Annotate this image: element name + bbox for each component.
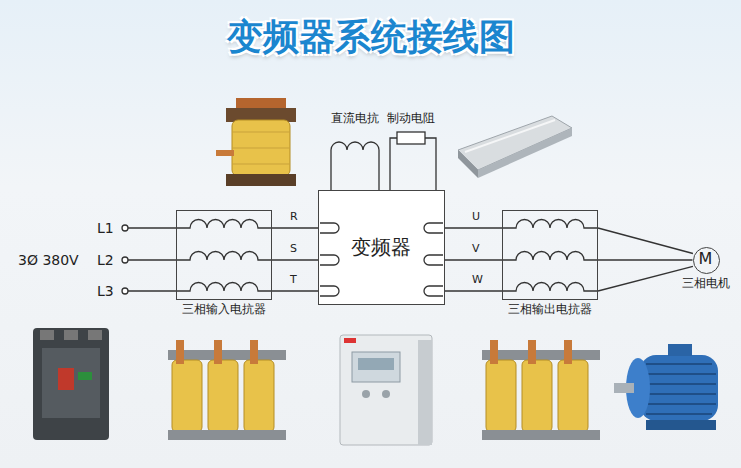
motor-circle: M三相电机 [693, 247, 720, 274]
node-caption: 三相电机 [682, 277, 730, 291]
inverter-box: 变频器 [318, 190, 445, 305]
wire [445, 227, 502, 228]
reactor-box: 三相输出电抗器 [502, 210, 598, 300]
wire [598, 259, 693, 260]
terminal-name: W [472, 274, 483, 287]
supply-voltage: 3Ø 380V [18, 252, 79, 268]
wire [445, 290, 502, 291]
breaker-photo [33, 328, 109, 440]
part-name: 制动电阻 [387, 112, 435, 126]
node-text: 三相输入电抗器 [182, 303, 266, 317]
input-coils [176, 220, 272, 292]
terminal-name: L3 [97, 283, 114, 299]
part-name: 直流电抗 [331, 112, 379, 126]
title: 变频器系统接线图 [0, 16, 741, 57]
output-coils [502, 220, 598, 292]
reactor-photo [216, 98, 296, 186]
wire [598, 228, 693, 253]
terminal-name: T [290, 274, 297, 287]
wire [598, 266, 693, 291]
terminal-name: U [472, 211, 480, 224]
terminal-name: R [290, 211, 298, 224]
terminal-name: L2 [97, 252, 114, 268]
reactor-box: 三相输入电抗器 [176, 210, 272, 300]
wire [272, 227, 318, 228]
input-reactor-photo [168, 340, 286, 440]
motor-photo [614, 344, 718, 430]
node-text: 三相输出电抗器 [508, 303, 592, 317]
node-text: 变频器 [351, 236, 411, 259]
wire [272, 259, 318, 260]
terminal-name: V [472, 243, 480, 256]
resistor-symbol [390, 132, 436, 190]
output-reactor-photo [482, 340, 600, 440]
inverter-fill [318, 190, 445, 305]
wire [445, 259, 502, 260]
node-text: M [699, 250, 713, 268]
braking-resistor-photo [458, 116, 572, 178]
wire [272, 290, 318, 291]
supply-wires [122, 225, 176, 294]
dc-reactor-symbol [331, 142, 379, 190]
terminal-symbols [320, 223, 443, 296]
terminal-name: S [290, 243, 297, 256]
inverter-photo [340, 335, 432, 445]
terminal-name: L1 [97, 220, 114, 236]
